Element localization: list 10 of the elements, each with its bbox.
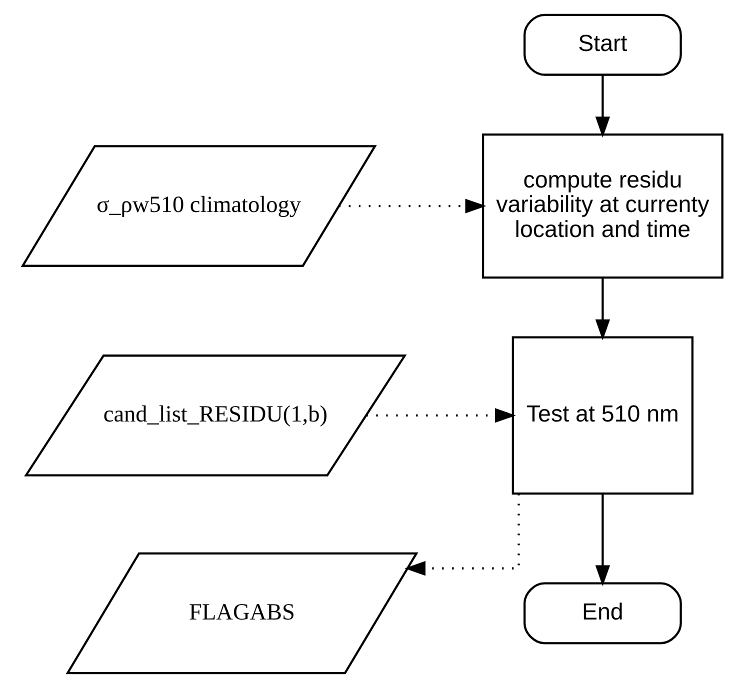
node-box: Test at 510 nm: [511, 336, 694, 495]
arrow: [594, 494, 610, 586]
node-box: compute residu variability at currenty location and time: [481, 134, 723, 279]
arrow: [366, 408, 516, 423]
node-box: Start: [523, 14, 682, 76]
node-box: End: [523, 582, 682, 644]
arrow: [594, 75, 610, 138]
arrow: [594, 278, 610, 340]
arrow: [404, 494, 520, 576]
arrow: [338, 198, 486, 214]
